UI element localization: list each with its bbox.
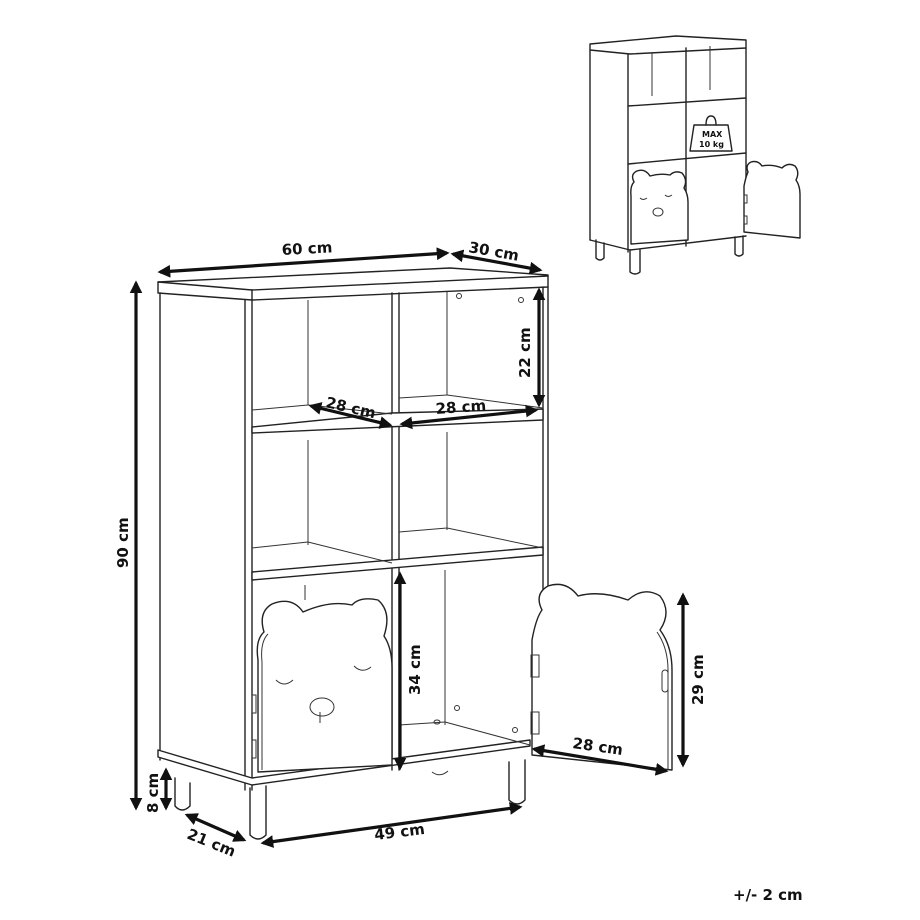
label-door-height: 29 cm: [689, 654, 707, 705]
label-leg-height: 8 cm: [144, 773, 162, 813]
label-leg-depth: 21 cm: [185, 825, 239, 861]
label-upper-height: 22 cm: [516, 327, 534, 378]
weight-badge-max: MAX: [702, 130, 723, 139]
label-lower-height: 34 cm: [406, 644, 424, 695]
bear-door-closed: [251, 598, 393, 773]
bear-door-open: [530, 583, 673, 771]
label-height: 90 cm: [114, 517, 132, 568]
label-leg-width: 49 cm: [373, 820, 425, 844]
label-width: 60 cm: [281, 238, 332, 259]
weight-badge-kg: 10 kg: [699, 140, 724, 149]
main-cabinet: [157, 267, 549, 840]
tolerance-note: +/- 2 cm: [733, 886, 803, 904]
dimension-lines: [129, 247, 690, 848]
label-upper-width: 28 cm: [435, 397, 487, 418]
inset-view: MAX 10 kg: [589, 35, 801, 275]
